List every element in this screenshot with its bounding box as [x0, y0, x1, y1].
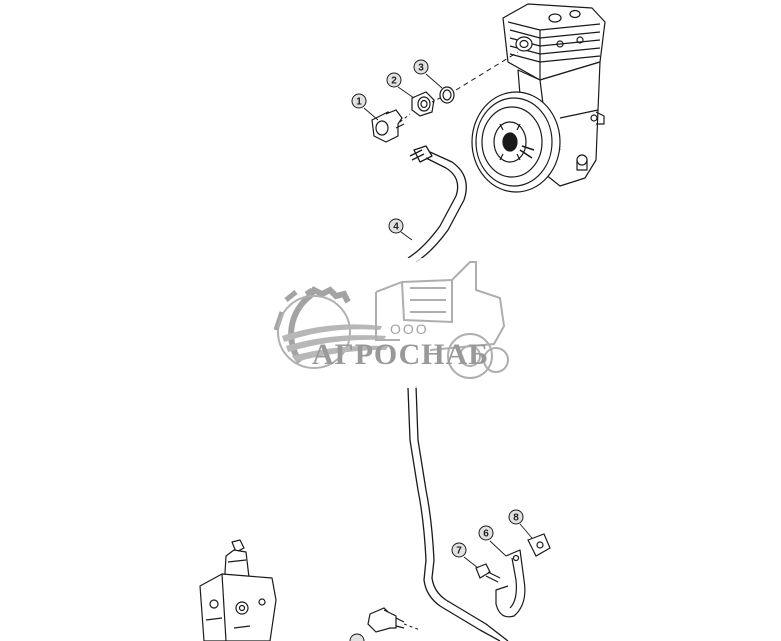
alignment-line-bottom	[403, 623, 421, 631]
bolt-7	[475, 563, 501, 583]
callout-label-8: 8	[513, 513, 519, 524]
alignment-line	[455, 51, 519, 91]
leader-line-7	[463, 556, 479, 569]
callout-circle-6	[478, 525, 494, 541]
plate-8	[527, 533, 551, 557]
alignment-line-small	[431, 97, 441, 103]
governor-valve	[199, 539, 277, 641]
callout-circle-partial	[349, 633, 365, 641]
sealing-ring-3	[439, 86, 455, 104]
callout-circle-1	[351, 93, 367, 109]
elbow-fitting-1	[371, 109, 405, 143]
callout-label-3: 3	[418, 63, 424, 74]
callout-circle-7	[451, 542, 467, 558]
air-tube-4	[407, 145, 509, 641]
leader-line-4	[400, 231, 413, 241]
compressor-cylinder-head	[502, 3, 606, 81]
leader-line-6	[489, 540, 507, 557]
straight-fitting	[367, 607, 405, 633]
callouts: 1 2 3 4 6 7 8	[349, 59, 533, 641]
callout-circle-4	[388, 218, 404, 234]
callout-circle-2	[386, 72, 402, 88]
field-stripes-icon	[282, 324, 388, 362]
air-compressor	[471, 3, 606, 193]
callout-label-6: 6	[483, 529, 489, 540]
leader-line-1	[363, 107, 379, 121]
harvester-icon	[375, 261, 509, 379]
callout-circle-8	[508, 509, 524, 525]
callout-label-4: 4	[393, 222, 399, 233]
clamp-6	[495, 549, 526, 618]
callout-circle-3	[413, 59, 429, 75]
leader-line-8	[519, 523, 533, 539]
compressor-pulley	[471, 91, 561, 193]
callout-label-2: 2	[391, 76, 397, 87]
callout-label-7: 7	[456, 546, 462, 557]
callout-label-1: 1	[356, 97, 362, 108]
watermark-company-type: ООО	[390, 321, 429, 337]
leader-line-2	[397, 86, 415, 99]
leader-line-3	[425, 73, 443, 89]
watermark: ООО АГРОСНАБ	[248, 258, 532, 388]
adapter-fitting-2	[411, 91, 435, 117]
alignment-line-elbow	[399, 113, 411, 123]
watermark-company-name: АГРОСНАБ	[312, 338, 489, 371]
